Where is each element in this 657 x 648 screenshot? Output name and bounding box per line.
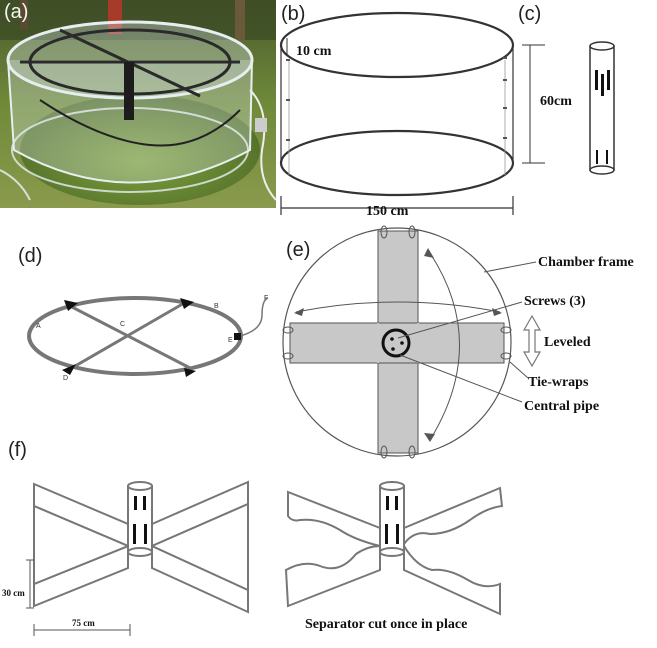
callout-chamber-frame: Chamber frame (538, 255, 634, 270)
panel-d-label: (d) (18, 245, 42, 267)
panel-a-label: (a) (4, 1, 28, 23)
panel-c-label: (c) (518, 3, 541, 25)
panel-b-label: (b) (281, 3, 305, 25)
point-F: F (264, 295, 268, 302)
point-D: D (63, 375, 68, 382)
dim-10cm: 10 cm (296, 44, 332, 59)
panel-e-label: (e) (286, 239, 310, 261)
point-C: C (120, 321, 125, 328)
callout-screws: Screws (3) (524, 294, 586, 309)
dim-75cm: 75 cm (72, 618, 95, 628)
panel-d-ring (27, 296, 269, 376)
dim-60cm: 60cm (540, 94, 572, 109)
point-A: A (36, 323, 41, 330)
callout-tie-wraps: Tie-wraps (528, 375, 589, 390)
panel-f-label: (f) (8, 439, 27, 461)
panel-c-pipe (589, 41, 615, 175)
panel-b-cylinder (279, 11, 545, 215)
point-E: E (228, 337, 233, 344)
dim-150cm: 150 cm (366, 204, 409, 219)
point-B: B (214, 303, 219, 310)
panel-d-joints (62, 298, 241, 377)
dim-30cm: 30 cm (2, 588, 25, 598)
panel-a-photo: (a) (0, 0, 277, 208)
panel-f-dims (26, 559, 131, 636)
separator-caption: Separator cut once in place (305, 617, 467, 632)
separator-straight (33, 480, 249, 614)
callout-central-pipe: Central pipe (524, 399, 599, 414)
panel-e-diagram (282, 225, 542, 459)
separator-cut (284, 481, 504, 616)
callout-leveled: Leveled (544, 335, 591, 350)
